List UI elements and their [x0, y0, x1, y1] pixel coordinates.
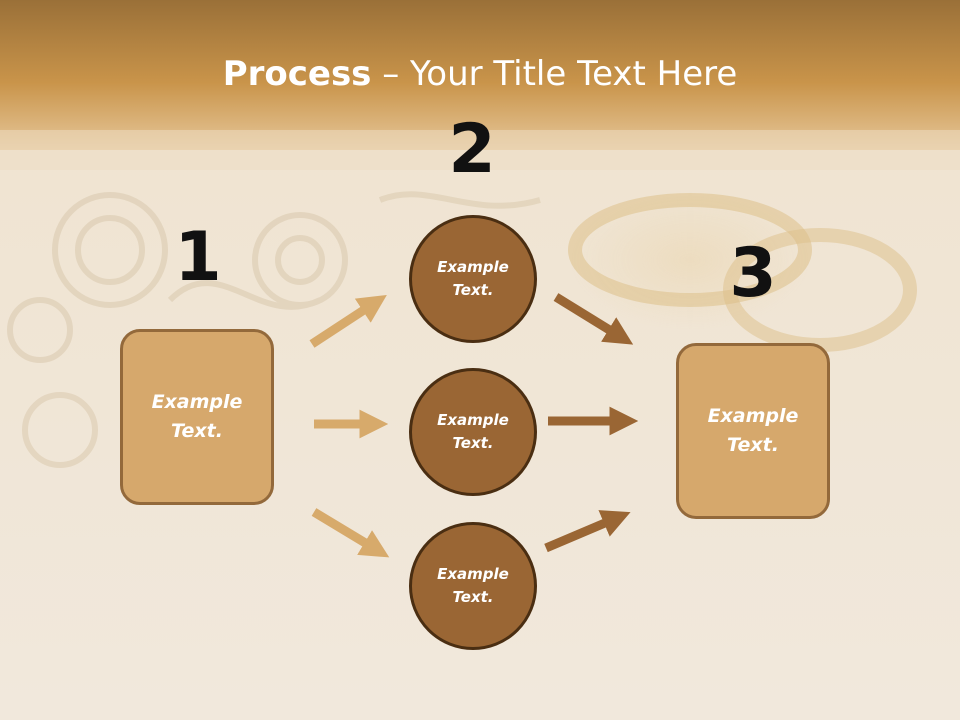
process-circle-top: Example Text. — [409, 215, 537, 343]
circle-bottom-line1: Example — [437, 565, 509, 583]
step-number-1: 1 — [174, 218, 222, 297]
process-box-right: Example Text. — [676, 343, 830, 519]
circle-middle-line1: Example — [437, 411, 509, 429]
arrow-top-to-right-icon — [553, 293, 634, 345]
arrow-left-to-bottom-icon — [311, 508, 390, 558]
box-left-line1: Example — [151, 391, 243, 413]
step-number-3: 3 — [729, 234, 777, 313]
arrow-bottom-to-right-icon — [544, 510, 631, 553]
circle-top-line2: Text. — [452, 281, 494, 299]
process-circle-bottom: Example Text. — [409, 522, 537, 650]
title-rest: – Your Title Text Here — [371, 54, 738, 94]
box-left-line2: Text. — [171, 420, 223, 442]
arrow-left-to-top-icon — [309, 294, 387, 348]
step-number-2: 2 — [448, 110, 496, 189]
circle-bottom-line2: Text. — [452, 588, 494, 606]
circle-middle-line2: Text. — [452, 434, 494, 452]
process-circle-middle: Example Text. — [409, 368, 537, 496]
box-right-line2: Text. — [727, 434, 779, 456]
slide-title: Process – Your Title Text Here — [0, 52, 960, 96]
box-right-line1: Example — [707, 405, 799, 427]
process-box-left: Example Text. — [120, 329, 274, 505]
title-bold: Process — [222, 54, 372, 94]
circle-top-line1: Example — [437, 258, 509, 276]
